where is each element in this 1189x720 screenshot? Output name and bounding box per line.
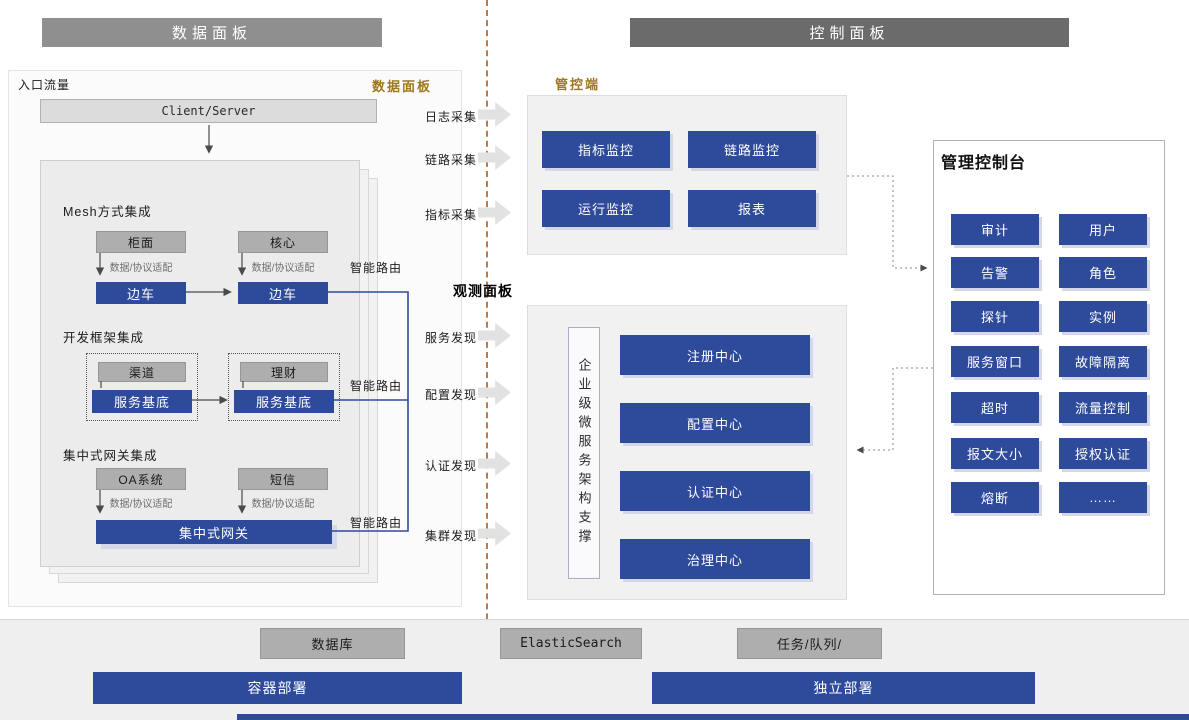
adapter-label: 数据/协议适配: [109, 263, 173, 274]
smart-route-label: 智能路由: [350, 379, 403, 393]
platform-vertical-label: 企业级微服务架构支撑: [568, 327, 600, 579]
flow-arrow-icon: [478, 200, 511, 225]
counter-box: 柜面: [96, 231, 186, 253]
bottom-partial-bar: [237, 714, 1189, 720]
timeout-button: 超时: [951, 392, 1039, 423]
metric-monitor-button: 指标监控: [542, 131, 670, 168]
governance-center-bar: 治理中心: [620, 539, 810, 579]
circuit-breaker-button: 熔断: [951, 482, 1039, 513]
flow-arrow-icon: [478, 380, 511, 405]
observe-panel-title: 观测面板: [453, 283, 513, 299]
monitor-side-label: 管控端: [555, 77, 601, 92]
user-button: 用户: [1059, 214, 1147, 245]
channel-box: 渠道: [98, 362, 186, 382]
control-panel-header: 控制面板: [630, 18, 1069, 47]
trace-monitor-button: 链路监控: [688, 131, 816, 168]
panel-divider-line: [486, 0, 488, 720]
sidecar-box-right: 边车: [238, 282, 328, 304]
runtime-monitor-button: 运行监控: [542, 190, 670, 227]
collector-label: 日志采集: [425, 110, 478, 124]
message-size-button: 报文大小: [951, 438, 1039, 469]
elasticsearch-box: ElasticSearch: [500, 628, 642, 659]
console-to-platform-dotted: [856, 367, 933, 454]
task-queue-box: 任务/队列/: [737, 628, 882, 659]
core-box: 核心: [238, 231, 328, 253]
integration-panel: Mesh方式集成 柜面 核心 数据/协议适配 数据/协议适配 边车 边车 开发框…: [40, 160, 360, 567]
wealth-box: 理财: [240, 362, 328, 382]
more-button: ……: [1059, 482, 1147, 513]
flow-arrow-icon: [478, 102, 511, 127]
config-center-bar: 配置中心: [620, 403, 810, 443]
traffic-control-button: 流量控制: [1059, 392, 1147, 423]
mesh-section-title: Mesh方式集成: [63, 205, 152, 219]
flow-arrow-icon: [478, 323, 511, 348]
discovery-label: 认证发现: [425, 459, 478, 473]
standalone-deploy-bar: 独立部署: [652, 672, 1035, 704]
data-panel-header: 数据面板: [42, 18, 382, 47]
data-panel-corner-label: 数据面板: [372, 79, 433, 94]
oa-system-box: OA系统: [96, 468, 186, 490]
monitor-to-console-dotted: [847, 175, 928, 272]
central-gateway-bar: 集中式网关: [96, 520, 332, 544]
adapter-label: 数据/协议适配: [251, 263, 315, 274]
adapter-label: 数据/协议适配: [251, 499, 315, 510]
gateway-section-title: 集中式网关集成: [63, 449, 158, 463]
role-button: 角色: [1059, 257, 1147, 288]
framework-section-title: 开发框架集成: [63, 331, 145, 345]
smart-route-label: 智能路由: [350, 261, 403, 275]
flow-arrow-icon: [478, 451, 511, 476]
service-base-box-right: 服务基底: [234, 390, 334, 413]
instance-button: 实例: [1059, 301, 1147, 332]
discovery-label: 集群发现: [425, 529, 478, 543]
console-title: 管理控制台: [941, 155, 1027, 172]
management-console-panel: 管理控制台 审计 用户 告警 角色 探针 实例 服务窗口 故障隔离 超时 流量控…: [933, 140, 1165, 595]
discovery-label: 配置发现: [425, 388, 478, 402]
smart-route-label: 智能路由: [350, 516, 403, 530]
sms-box: 短信: [238, 468, 328, 490]
service-window-button: 服务窗口: [951, 346, 1039, 377]
authorization-button: 授权认证: [1059, 438, 1147, 469]
audit-button: 审计: [951, 214, 1039, 245]
registry-center-bar: 注册中心: [620, 335, 810, 375]
framework-group-left: 渠道 服务基底: [86, 353, 198, 421]
adapter-label: 数据/协议适配: [109, 499, 173, 510]
container-deploy-bar: 容器部署: [93, 672, 462, 704]
framework-group-right: 理财 服务基底: [228, 353, 340, 421]
collector-label: 指标采集: [425, 208, 478, 222]
database-box: 数据库: [260, 628, 405, 659]
auth-center-bar: 认证中心: [620, 471, 810, 511]
alert-button: 告警: [951, 257, 1039, 288]
discovery-label: 服务发现: [425, 331, 478, 345]
probe-button: 探针: [951, 301, 1039, 332]
entry-traffic-label: 入口流量: [18, 78, 71, 92]
flow-arrow-icon: [478, 521, 511, 546]
flow-arrow-icon: [478, 145, 511, 170]
fault-isolation-button: 故障隔离: [1059, 346, 1147, 377]
report-button: 报表: [688, 190, 816, 227]
collector-label: 链路采集: [425, 153, 478, 167]
sidecar-box-left: 边车: [96, 282, 186, 304]
monitor-panel: [527, 95, 847, 255]
service-base-box-left: 服务基底: [92, 390, 192, 413]
client-server-bar: Client/Server: [40, 99, 377, 123]
